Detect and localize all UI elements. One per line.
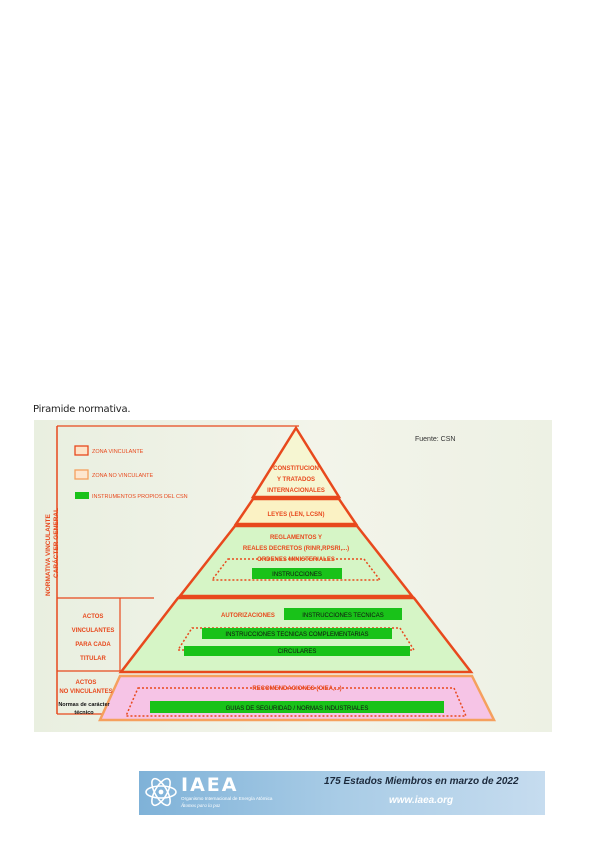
label-actos-1: ACTOS	[83, 614, 104, 620]
label-caracter-general: CARÁCTER GENERAL	[51, 508, 60, 578]
tier-recomendaciones-text: RECOMENDACIONES (OIEA,...)	[252, 686, 341, 692]
legend-swatch-no-vinculante	[74, 469, 89, 480]
bar-instrucciones	[252, 568, 342, 579]
tier-reglamentos-line-1: REGLAMENTOS Y	[270, 535, 322, 541]
tier-constitucion	[250, 425, 342, 499]
tier-top-line-3: INTERNACIONALES	[267, 488, 325, 494]
bar-instrucciones-tecnicas-text: INSTRUCCIONES TECNICAS	[302, 613, 384, 619]
iaea-motto: Átomos para la paz	[181, 804, 221, 809]
banner-tagline: 175 Estados Miembros en marzo de 2022	[324, 776, 519, 787]
bar-itc	[202, 628, 392, 639]
label-normativa-vinculante: NORMATIVA VINCULANTE	[45, 513, 52, 596]
bar-guias-text: GUIAS DE SEGURIDAD / NORMAS INDUSTRIALES	[226, 706, 369, 712]
dotted-outline-guias	[124, 687, 468, 717]
bar-instrucciones-text: INSTRUCCIONES	[272, 572, 322, 578]
iaea-org-name: Organismo Internacional de Energía Atómi…	[181, 796, 273, 801]
label-actos-2: VINCULANTES	[72, 628, 115, 634]
legend-label-no-vinculante: ZONA NO VINCULANTE	[92, 473, 153, 479]
iaea-logo-text: IAEA	[181, 774, 239, 796]
legend-label-vinculante: ZONA VINCULANTE	[92, 449, 144, 455]
label-normas-1: Normas de carácter	[58, 702, 110, 708]
tier-autorizaciones-text: AUTORIZACIONES	[221, 613, 275, 619]
label-actos-3: PARA CADA	[75, 642, 111, 648]
label-normas-2: técnico	[74, 710, 94, 716]
tier-reglamentos	[177, 524, 415, 598]
banner-website: www.iaea.org	[389, 795, 454, 806]
tier-top-line-1: CONSTITUCION	[273, 466, 319, 472]
legend-label-csn: INSTRUMENTOS PROPIOS DEL CSN	[92, 494, 188, 500]
bar-circulares-text: CIRCULARES	[278, 649, 317, 655]
pyramid-diagram: ZONA VINCULANTE ZONA NO VINCULANTE INSTR…	[45, 425, 497, 722]
tier-leyes-text: LEYES (LEN, LCSN)	[267, 512, 324, 518]
atom-logo-icon	[145, 777, 177, 807]
tier-reglamentos-line-3: ORDENES MINISTERIALES	[257, 557, 335, 563]
bar-itc-text: INSTRUCCIONES TECNICAS COMPLEMENTARIAS	[225, 632, 368, 638]
label-no-vinculantes-1: ACTOS	[76, 680, 97, 686]
tier-top-line-2: Y TRATADOS	[277, 477, 315, 483]
regulatory-pyramid-figure: ZONA VINCULANTE ZONA NO VINCULANTE INSTR…	[34, 420, 552, 732]
tier-reglamentos-line-2: REALES DECRETOS (RINR,RPSRI,...)	[243, 546, 349, 552]
legend-swatch-vinculante	[74, 445, 89, 456]
label-actos-4: TITULAR	[80, 656, 106, 662]
bar-guias	[150, 701, 444, 713]
tier-no-vinculantes	[98, 674, 497, 722]
figure-source: Fuente: CSN	[415, 436, 455, 443]
iaea-banner: IAEA Organismo Internacional de Energía …	[139, 771, 545, 815]
legend-swatch-csn	[75, 492, 89, 499]
bar-circulares	[184, 646, 410, 656]
label-no-vinculantes-2: NO VINCULANTES	[59, 689, 112, 695]
bar-instrucciones-tecnicas	[284, 608, 402, 620]
figure-caption: Piramide normativa.	[33, 404, 131, 415]
tier-leyes	[233, 497, 359, 526]
